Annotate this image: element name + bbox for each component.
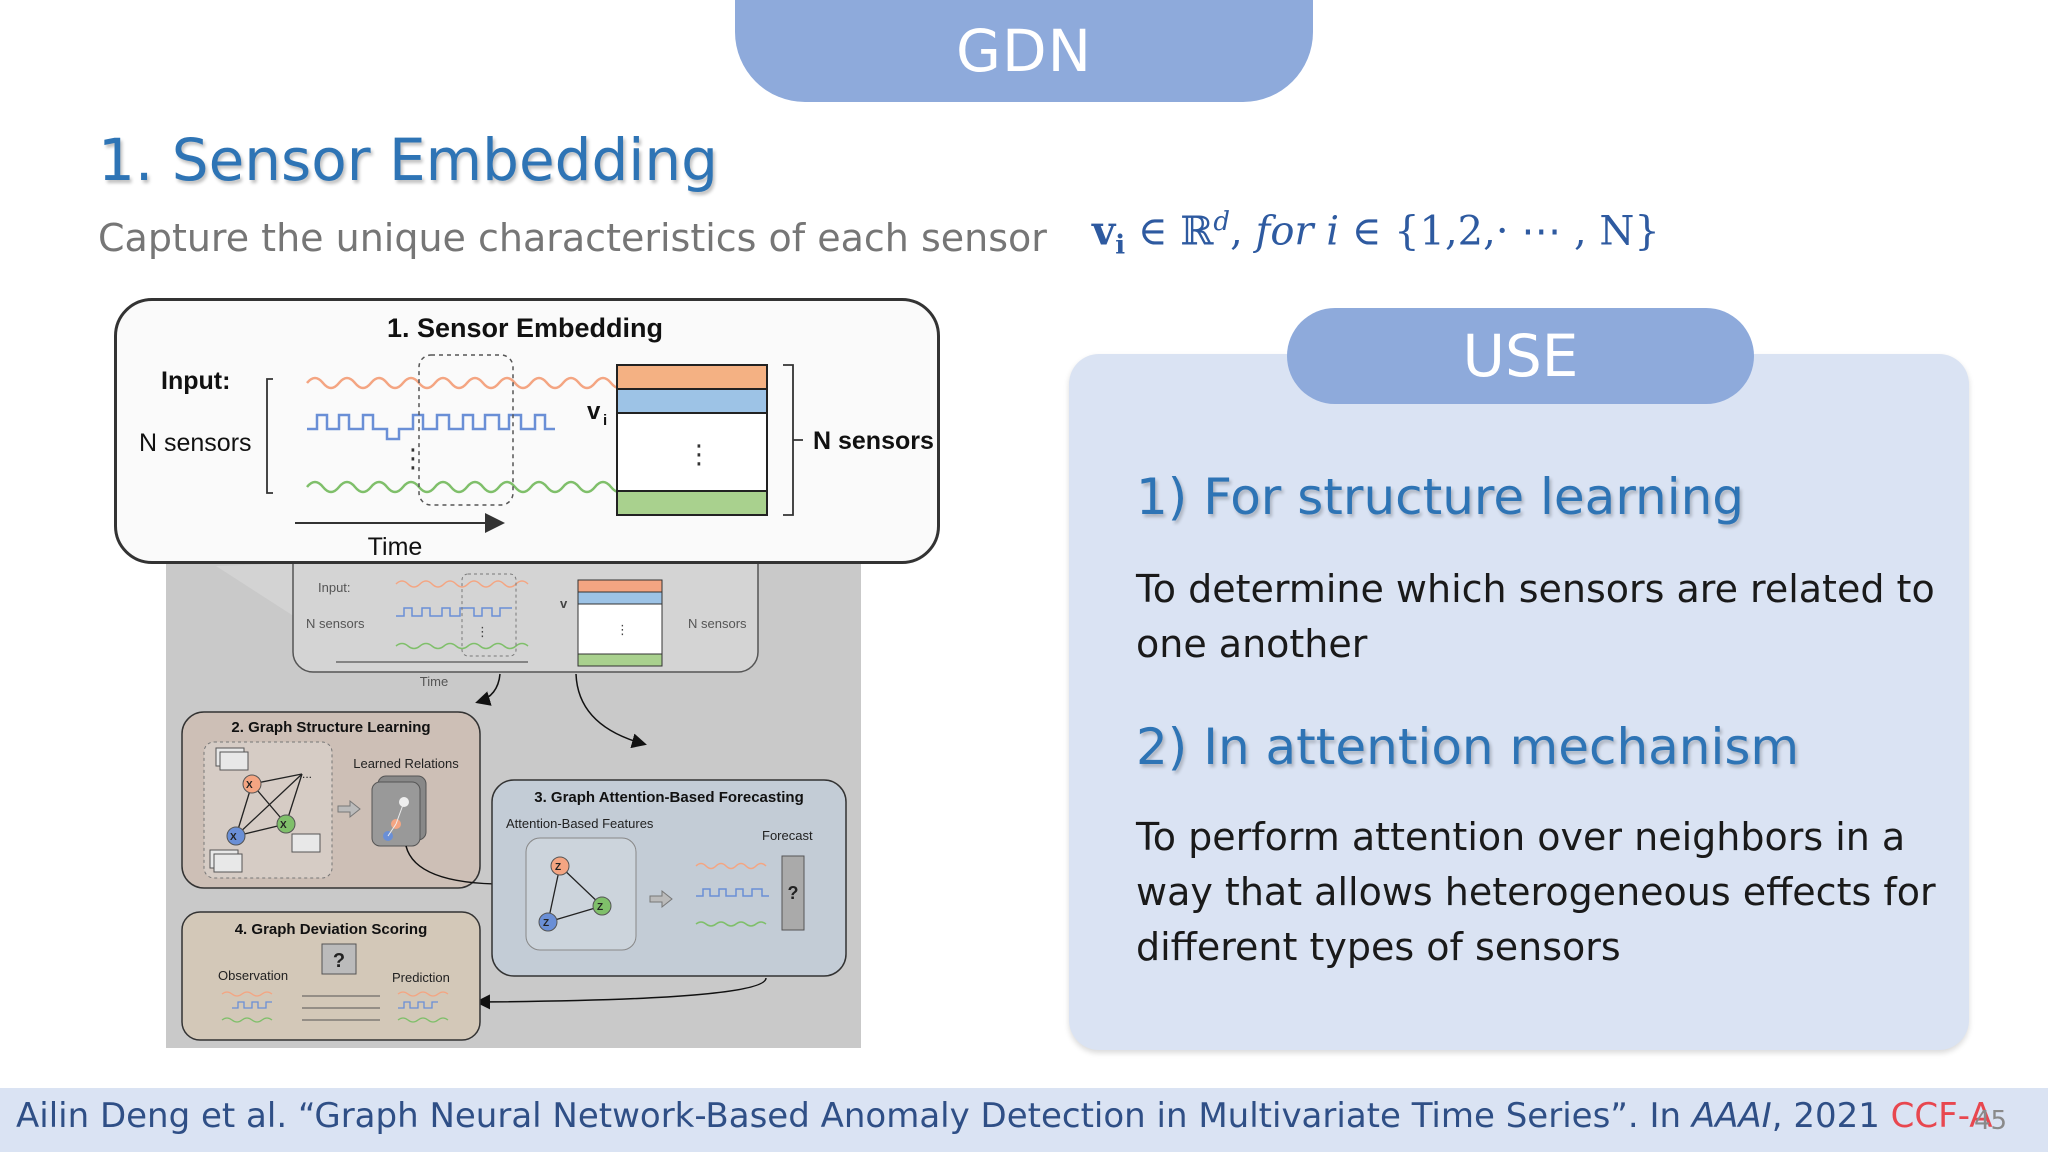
zoom-n-sensors-right: N sensors: [813, 427, 934, 455]
use-tab: USE: [1287, 308, 1754, 404]
gaf-z2-label: Z: [597, 902, 603, 913]
small-vi: v: [560, 596, 568, 611]
gds-question-box: [321, 943, 357, 975]
gsl-node-x3: [226, 826, 246, 846]
sensor-embedding-zoom-panel: 1. Sensor Embedding Input: N sensors ⋮ T…: [114, 298, 940, 564]
use-item-2-body: To perform attention over neighbors in a…: [1136, 815, 1936, 969]
gaf-node-z1: [550, 856, 570, 876]
gdn-pipeline-figure: Input: N sensors ⋮ Time v ⋮ N sensors 2.…: [166, 525, 861, 1048]
small-row-green: [577, 653, 663, 667]
gds-box: [181, 911, 481, 1041]
small-orange-wave: [395, 580, 529, 588]
gsl-x1-label: X: [246, 780, 253, 791]
gaf-node-z3: [538, 912, 558, 932]
use-item-1-heading: 1) For structure learning: [1136, 468, 1745, 526]
arrow-to-gaf: [575, 673, 647, 749]
gsl-node-x1: [242, 774, 262, 794]
use-card: [1069, 354, 1969, 1050]
zoom-matrix-dots: ⋮: [686, 439, 712, 469]
gsl-x2-label: X: [280, 820, 287, 831]
section-subtitle: Capture the unique characteristics of ea…: [98, 216, 1047, 260]
zoom-green-wave: [306, 480, 628, 494]
use-item-2-heading: 2) In attention mechanism: [1136, 718, 1800, 776]
slide-title: GDN: [735, 0, 1313, 102]
gsl-ellipsis: ...: [302, 767, 312, 781]
zoom-svg: 1. Sensor Embedding Input: N sensors ⋮ T…: [139, 313, 934, 561]
gsl-node-x2: [276, 814, 296, 834]
citation: Ailin Deng et al. “Graph Neural Network-…: [16, 1096, 1993, 1136]
gaf-green-wave: [695, 921, 767, 927]
gsl-x3-label: X: [230, 832, 237, 843]
small-time-label: Time: [420, 674, 448, 689]
gaf-forecast-label: Forecast: [762, 828, 813, 843]
gsl-learned-label: Learned Relations: [353, 756, 459, 771]
gaf-z1-label: Z: [555, 862, 561, 873]
small-window: [461, 573, 517, 657]
gaf-orange-wave: [695, 862, 767, 870]
gaf-question: ?: [788, 883, 799, 903]
gsl-arrow-icon: [337, 799, 361, 819]
citation-authors: Ailin Deng et al. “Graph Neural Network-…: [16, 1096, 1692, 1136]
gaf-z3-label: Z: [543, 918, 549, 929]
use-item-1-body: To determine which sensors are related t…: [1136, 567, 1935, 666]
zoom-n-sensors-left: N sensors: [139, 429, 252, 457]
gsl-series-card-3: [291, 833, 321, 853]
formula-set: ∈ {1,2,· ⋯ , N}: [1339, 208, 1660, 255]
small-dots: ⋮: [476, 624, 489, 639]
section-heading: 1. Sensor Embedding: [98, 126, 718, 194]
formula-vector: v: [1092, 207, 1116, 255]
zoom-bracket-left: [266, 378, 273, 494]
small-matrix-dots: ⋮: [616, 622, 629, 637]
footer-bar: [0, 1088, 2048, 1152]
formula-comma: ,: [1230, 208, 1256, 255]
gaf-features-label: Attention-Based Features: [506, 816, 654, 831]
ccf-badge: CCF-A: [1890, 1096, 1993, 1136]
zoom-blue-square: [307, 413, 555, 441]
formula-for: for i: [1255, 208, 1340, 255]
gaf-blue-square: [696, 888, 769, 897]
small-green-wave: [395, 642, 529, 650]
embedding-formula: vi ∈ ℝd, for i ∈ {1,2,· ⋯ , N}: [1092, 207, 1660, 260]
small-n-sensors-right: N sensors: [688, 616, 747, 631]
gaf-title: 3. Graph Attention-Based Forecasting: [534, 789, 803, 806]
zoom-bracket-right: [783, 364, 803, 516]
zoom-row-orange: [616, 364, 768, 390]
gaf-node-z2: [592, 896, 612, 916]
zoom-vi: v: [587, 398, 601, 425]
small-blue-square: [396, 607, 512, 617]
small-row-orange: [577, 579, 663, 593]
formula-dim: d: [1213, 207, 1231, 237]
gsl-title: 2. Graph Structure Learning: [231, 719, 430, 736]
page-number: 45: [1974, 1106, 2008, 1136]
arrow-to-gsl: [475, 673, 501, 706]
zoom-sliding-window: [418, 354, 514, 506]
zoom-orange-wave: [306, 376, 628, 390]
gds-title: 4. Graph Deviation Scoring: [235, 921, 428, 938]
formula-sub: i: [1115, 230, 1126, 261]
small-n-sensors-left: N sensors: [306, 616, 365, 631]
formula-in-reals: ∈ ℝ: [1125, 208, 1214, 255]
zoom-dots: ⋮: [400, 443, 426, 473]
zoom-title: 1. Sensor Embedding: [387, 313, 663, 343]
gds-question: ?: [333, 950, 345, 972]
pipeline-svg: Input: N sensors ⋮ Time v ⋮ N sensors 2.…: [181, 525, 847, 1041]
citation-year: , 2021: [1771, 1096, 1891, 1136]
zoom-vi-sub: i: [603, 412, 607, 429]
arrow-gaf-to-gds: [475, 977, 767, 1010]
gds-prediction-label: Prediction: [392, 970, 450, 985]
zoom-row-green: [616, 490, 768, 516]
zoom-time-label: Time: [368, 533, 423, 561]
gaf-forecast-box: [781, 855, 805, 931]
small-input-label: Input:: [318, 580, 351, 595]
gds-observation-label: Observation: [218, 968, 288, 983]
gaf-graph-frame: [525, 837, 637, 951]
zoom-row-blue: [616, 388, 768, 414]
small-row-blue: [577, 591, 663, 605]
zoom-input-label: Input:: [161, 367, 230, 395]
gaf-arrow-icon: [649, 889, 673, 909]
citation-venue: AAAI: [1691, 1096, 1772, 1136]
